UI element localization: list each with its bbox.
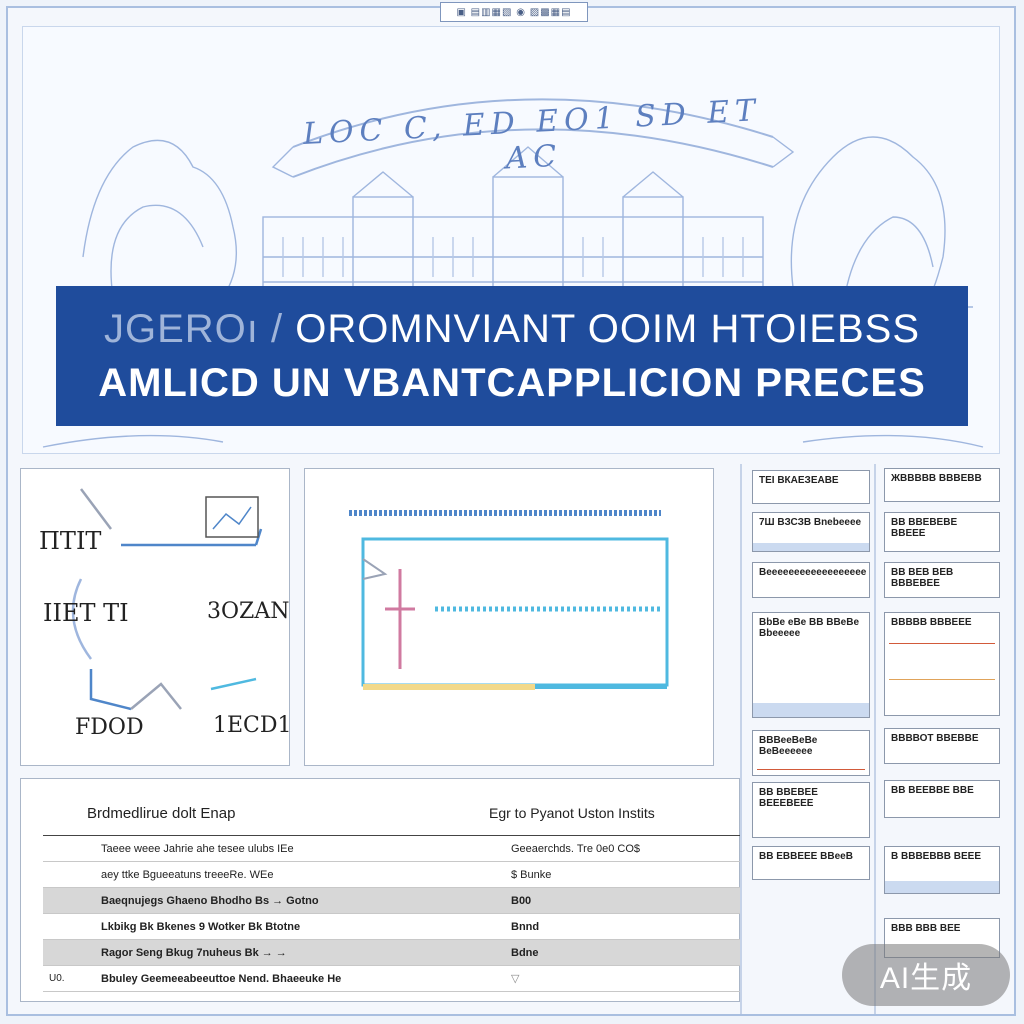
card-text: ВВВ ВВВ ВЕЕ [891, 923, 961, 934]
card-text: ЖВВВВВ ВВВЕВВ [891, 473, 982, 484]
card-right-6[interactable]: ВВ ВЕЕВВЕ ВВЕ [884, 780, 1000, 818]
card-red-line [889, 643, 995, 644]
top-bar-label: ▣ ▤▥▦▧ ◉ ▨▩▦▤ [440, 2, 588, 22]
card-text: ВВ ВЕЕВВЕ ВВЕ [891, 785, 974, 796]
table-cell-value: Bnnd [511, 920, 540, 933]
banner-title-line-1: JGEROı / OROMNVIANT OOIM HTOIEBSS [104, 302, 920, 356]
card-orange-line [889, 679, 995, 680]
table-cell-name: aey ttke Bgueeatuns treeeRe. WEe [101, 868, 274, 881]
title-banner: JGEROı / OROMNVIANT OOIM HTOIEBSS AMLICD… [56, 286, 968, 426]
data-table: Taeee weee Jahrie ahe tesee ulubs IEe Ge… [43, 835, 741, 992]
ai-generated-badge: AI生成 [842, 944, 1010, 1006]
card-text: ВВВВОТ ВВЕВВЕ [891, 733, 979, 744]
card-text: ВВ ВВЕВЕЕ ВЕЕЕВЕЕЕ [759, 787, 818, 809]
card-right-2[interactable]: ВВ ВВЕВЕВЕ ВВЕЕЕ [884, 512, 1000, 552]
card-stripe [753, 543, 869, 551]
card-red-line [757, 769, 865, 770]
card-text: 7Ш ВЗСЗВ Bnebeeee [759, 517, 862, 528]
card-stripe [885, 881, 999, 893]
table-cell-value: Geeaerchds. Tre 0e0 CO$ [511, 842, 641, 855]
card-text: ВВ ВВЕВЕВЕ ВВЕЕЕ [891, 517, 958, 539]
card-text: В ВВВЕВВВ ВЕЕЕ [891, 851, 982, 862]
card-text: ВВ ВЕВ ВЕВ ВВВЕВЕЕ [891, 567, 954, 589]
table-row[interactable]: Ragor Seng Bkug 7nuheus Bk → → Bdne [43, 940, 741, 966]
card-stripe [753, 703, 869, 717]
card-right-5[interactable]: ВВВВОТ ВВЕВВЕ [884, 728, 1000, 764]
card-left-4[interactable]: BbBe eBe BB BBeBe Bbeeeee [752, 612, 870, 718]
left-label-bottom-right: 1ECD1 [213, 713, 292, 738]
table-cell-name: Ragor Seng Bkug 7nuheus Bk → → [101, 946, 287, 959]
banner-title-main: OROMNVIANT OOIM HTOIEBSS [295, 307, 921, 351]
table-title: Brdmedlirue dolt Enap [87, 805, 236, 822]
table-row[interactable]: aey ttke Bgueeatuns treeeRe. WEe $ Bunke [43, 862, 741, 888]
middle-flow-panel [304, 468, 714, 766]
table-cell-value: B00 [511, 894, 532, 907]
table-header-right: Egr to Pyanot Uston Instits [489, 805, 655, 821]
data-table-panel: Brdmedlirue dolt Enap Egr to Pyanot Usto… [20, 778, 741, 1002]
table-cell-name: Bbuley Geemeeabeeuttoe Nend. Bhaeeuke He [101, 972, 342, 985]
left-label-mid-right: 3OZAN [207, 599, 290, 624]
table-cell-value: Bdne [511, 946, 539, 959]
card-text: BBBeeBeBe BeBeeeeee [759, 735, 818, 757]
card-left-7[interactable]: ВВ ЕВВЕЕЕ BBeeB [752, 846, 870, 880]
card-text: BbBe eBe BB BBeBe Bbeeeee [759, 617, 860, 639]
table-cell-name: Lkbikg Bk Bkenes 9 Wotker Bk Btotne [101, 920, 301, 933]
column-divider [874, 464, 876, 1014]
table-cell-name: Baeqnujegs Ghaeno Bhodho Bs → Gotno [101, 894, 319, 907]
card-left-2[interactable]: 7Ш ВЗСЗВ Bnebeeee [752, 512, 870, 552]
banner-title-line-2: AMLICD UN VBANTCAPPLICION PRECES [98, 361, 926, 405]
left-label-top: ПТІТ [39, 527, 102, 555]
card-left-1[interactable]: ТЕІ ВКАЕЗЕАВЕ [752, 470, 870, 504]
left-diagram-panel: ПТІТ ІІЕТ ТІ 3OZAN FDOD 1ECD1 [20, 468, 292, 766]
card-text: ТЕІ ВКАЕЗЕАВЕ [759, 475, 839, 486]
table-row[interactable]: Taeee weee Jahrie ahe tesee ulubs IEe Ge… [43, 836, 741, 862]
card-left-6[interactable]: ВВ ВВЕВЕЕ ВЕЕЕВЕЕЕ [752, 782, 870, 838]
table-row[interactable]: U0. Bbuley Geemeeabeeuttoe Nend. Bhaeeuk… [43, 966, 741, 992]
card-text: ВВ ЕВВЕЕЕ BBeeB [759, 851, 853, 862]
card-left-5[interactable]: BBBeeBeBe BeBeeeeee [752, 730, 870, 776]
card-text: Beeeeeeeeeeeeeeeeee [759, 567, 867, 578]
left-label-bottom-left: FDOD [75, 715, 144, 740]
card-right-1[interactable]: ЖВВВВВ ВВВЕВВ [884, 468, 1000, 502]
table-row[interactable]: Lkbikg Bk Bkenes 9 Wotker Bk Btotne Bnnd [43, 914, 741, 940]
dropdown-chevron-icon[interactable]: ▽ [511, 973, 520, 985]
table-cell-name: Taeee weee Jahrie ahe tesee ulubs IEe [101, 842, 294, 855]
left-label-mid-left: ІІЕТ ТІ [43, 599, 129, 627]
banner-title-faded: JGEROı / [103, 307, 296, 351]
table-row[interactable]: Baeqnujegs Ghaeno Bhodho Bs → Gotno B00 [43, 888, 741, 914]
table-cell-value: $ Bunke [511, 868, 552, 881]
table-cell-index: U0. [49, 973, 65, 984]
column-divider [740, 464, 742, 1014]
card-text: ВВВВВ BBBEEE [891, 617, 972, 628]
card-right-3[interactable]: ВВ ВЕВ ВЕВ ВВВЕВЕЕ [884, 562, 1000, 598]
card-left-3[interactable]: Beeeeeeeeeeeeeeeeee [752, 562, 870, 598]
card-right-4[interactable]: ВВВВВ BBBEEE [884, 612, 1000, 716]
card-right-7[interactable]: В ВВВЕВВВ ВЕЕЕ [884, 846, 1000, 894]
left-diagram-arrows [71, 488, 263, 711]
flow-diagram [349, 510, 669, 690]
